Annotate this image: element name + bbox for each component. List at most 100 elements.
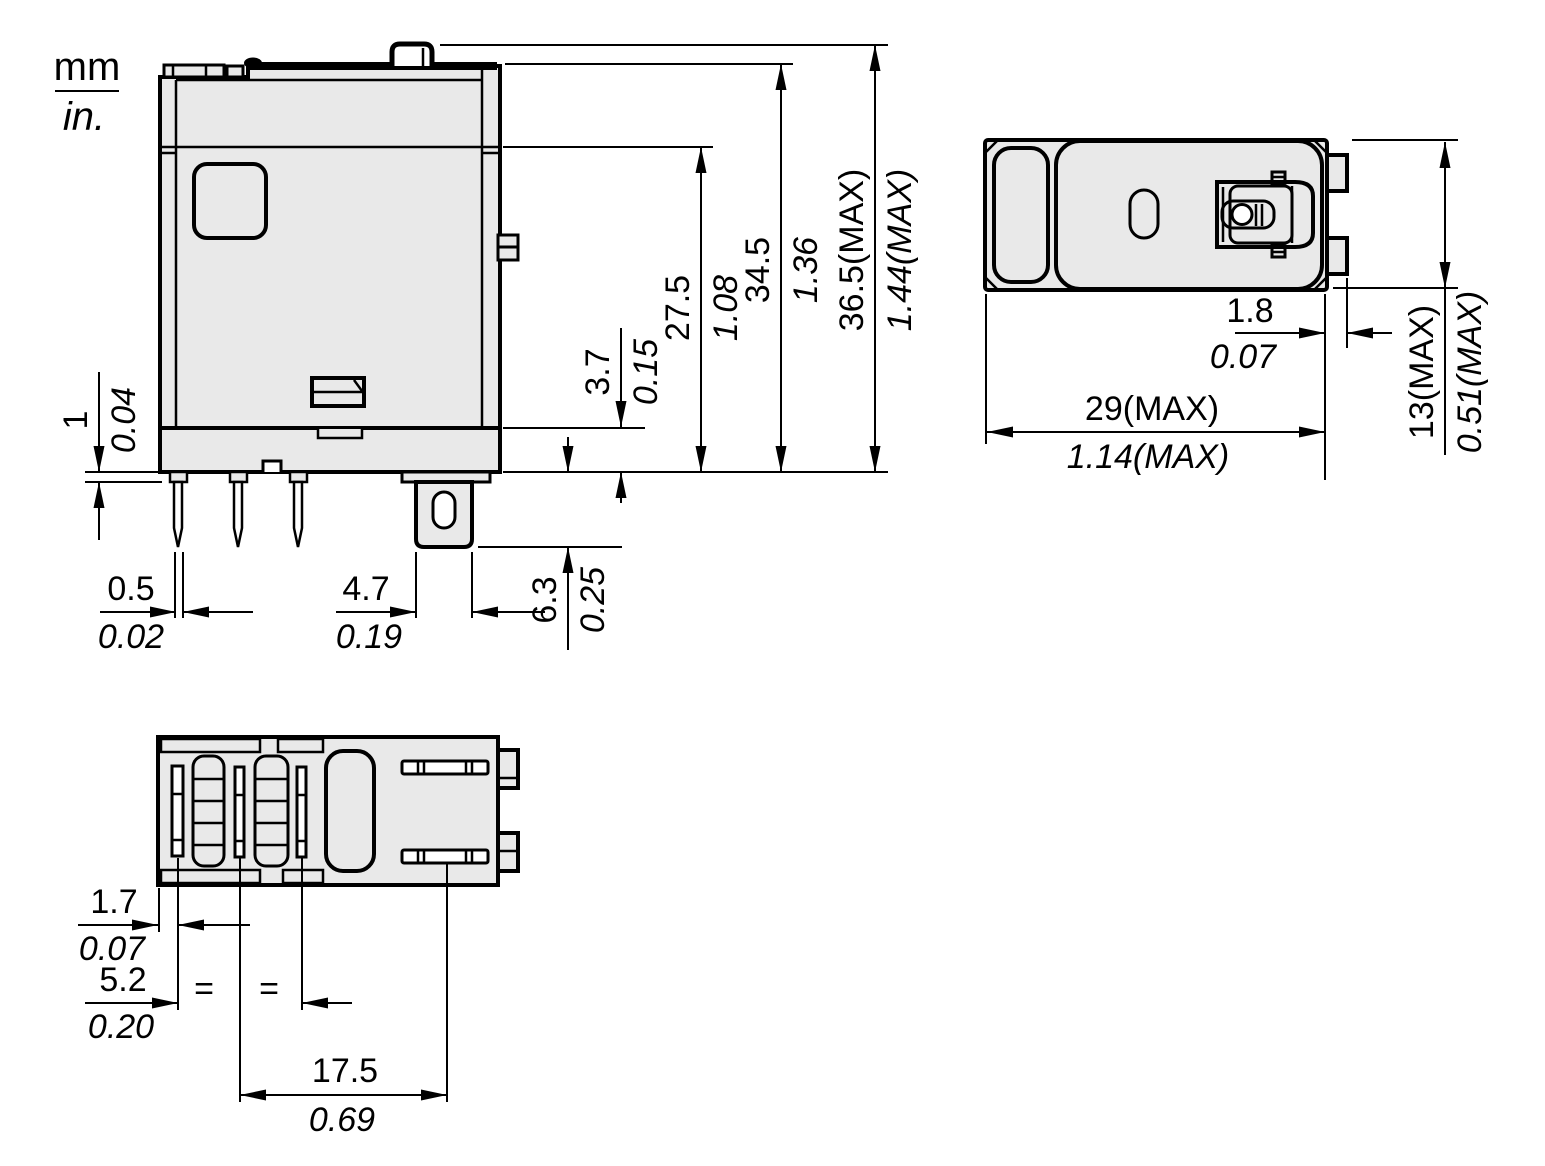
top-view-left-section: [992, 146, 1050, 284]
top-terminal-block: [162, 63, 226, 79]
relief-ladder-2-rungs: [255, 777, 288, 847]
arrowhead: [1439, 142, 1451, 168]
flange-divider: [160, 145, 500, 155]
arrowhead: [869, 446, 881, 472]
dim-top-depth-mm: 13(MAX): [1403, 305, 1441, 439]
case-inner-walls: [174, 68, 484, 426]
dim-standoff: 1 0.04: [57, 372, 143, 540]
base-notch-under-slot: [316, 429, 364, 440]
dim-pin-edge-offset-mm: 1.7: [90, 883, 137, 921]
dim-blade-span-mm: 17.5: [312, 1052, 378, 1090]
arrowhead: [1299, 327, 1325, 339]
arrowhead: [472, 606, 498, 618]
latch-capsule: [1220, 199, 1276, 230]
pin-slot-2: [233, 765, 246, 859]
pin-slot-1-ticks: [172, 792, 183, 842]
side-view: 1 0.04 0.5 0.02 4.7 0.19: [57, 41, 919, 656]
dim-pin-width: 0.5 0.02: [98, 570, 253, 656]
dim-top-width-mm: 29(MAX): [1085, 390, 1219, 428]
dim-tab-offset: 1.8 0.07: [1210, 292, 1392, 376]
label-slot-detail: [312, 379, 364, 394]
dim-blade-width: 4.7 0.19: [336, 570, 545, 656]
dim-top-depth: 13(MAX) 0.51(MAX): [1403, 142, 1489, 455]
marking-window: [192, 162, 268, 240]
arrowhead: [695, 147, 707, 173]
blade-slot-upper-ticks: [416, 761, 474, 774]
dim-total-height-mm: 36.5(MAX): [833, 169, 871, 332]
dim-tab-offset-mm: 1.8: [1226, 292, 1273, 330]
arrowhead: [152, 997, 178, 1009]
bottom-dimensions: 1.7 0.07 5.2 0.20 = = 17.5 0.69: [78, 858, 448, 1139]
pin-1: [172, 480, 184, 548]
top-view-right-tab-upper: [1325, 153, 1349, 193]
latch-pivot-circle: [1230, 203, 1254, 226]
arrowhead: [1439, 262, 1451, 288]
latch-handle: [389, 41, 435, 66]
arrowhead: [562, 547, 574, 573]
dim-pin-pitch: 5.2 0.20 = =: [85, 961, 352, 1046]
base-bottom-notch: [261, 459, 283, 472]
dim-blade-length: 6.3 0.25: [526, 437, 612, 650]
relief-ladder-1: [191, 754, 226, 868]
arrowhead: [390, 606, 416, 618]
arrowhead: [775, 446, 787, 472]
dim-blade-length-mm: 6.3: [526, 576, 564, 623]
relay-base: [158, 426, 502, 474]
dim-base-height: 3.7 0.15: [579, 328, 665, 503]
dim-blade-length-in: 0.25: [574, 567, 612, 633]
blade-slot-lower: [400, 848, 490, 865]
pin-slot-3: [295, 765, 308, 859]
units-legend: mm in.: [54, 45, 121, 139]
relief-large: [324, 749, 376, 873]
equal-spacing-mark-2: =: [259, 970, 279, 1008]
top-view-right-tab-lower: [1325, 236, 1349, 276]
arrowhead: [695, 446, 707, 472]
arrowhead: [562, 446, 574, 472]
dim-blade-width-mm: 4.7: [342, 570, 389, 608]
pin-pad-1: [168, 470, 189, 484]
relay-case: [158, 64, 502, 430]
units-in-label: in.: [63, 95, 105, 139]
relief-ladder-1-rungs: [193, 777, 224, 847]
top-terminal-step: [225, 64, 245, 79]
ext-blade-sides: [415, 552, 473, 618]
dim-blade-width-in: 0.19: [336, 618, 402, 656]
blade-slot-lower-ticks: [416, 850, 474, 863]
dim-standoff-in: 0.04: [105, 387, 143, 453]
dim-pin-pitch-in: 0.20: [88, 1008, 154, 1046]
latch-capsule-ticks: [1254, 204, 1264, 226]
dim-pin-width-in: 0.02: [98, 618, 164, 656]
dim-base-height-in: 0.15: [627, 339, 665, 405]
arrowhead: [150, 606, 176, 618]
dim-total-height: 36.5(MAX) 1.44(MAX): [833, 45, 919, 472]
arrowhead: [869, 45, 881, 71]
side-protrusion-upper: [496, 233, 520, 249]
pin-pad-2: [228, 470, 249, 484]
dim-total-height-in: 1.44(MAX): [881, 169, 919, 332]
pin-pad-3: [288, 470, 309, 484]
ext-pin1-sides: [174, 552, 184, 618]
bottom-recess-top-mid: [276, 737, 325, 754]
dim-pin-width-mm: 0.5: [107, 570, 154, 608]
bottom-right-tab-upper: [496, 748, 520, 790]
top-view: 1.8 0.07 29(MAX) 1.14(MAX) 13(MAX) 0.51(…: [983, 138, 1489, 480]
arrowhead: [615, 401, 627, 427]
dim-body-height-mm: 27.5: [659, 275, 697, 341]
dim-body-height-in: 1.08: [707, 275, 745, 341]
dim-pin-pitch-mm: 5.2: [99, 961, 146, 999]
arrowhead: [421, 1089, 447, 1101]
dim-top-width-in: 1.14(MAX): [1067, 438, 1230, 476]
pin-slot-3-ticks: [297, 793, 306, 843]
top-view-slot: [1128, 188, 1160, 240]
units-mm-label: mm: [54, 45, 121, 89]
ext-standoff-left: [85, 471, 162, 483]
arrowhead: [775, 64, 787, 90]
bottom-view: 1.7 0.07 5.2 0.20 = = 17.5 0.69: [78, 735, 520, 1139]
pin-slot-1: [170, 764, 185, 858]
dim-case-height-in: 1.36: [787, 237, 825, 303]
dim-case-height: 34.5 1.36: [739, 64, 825, 472]
side-dimensions: 1 0.04 0.5 0.02 4.7 0.19: [57, 44, 919, 656]
pin-slot-2-ticks: [235, 793, 244, 843]
dim-blade-span: 17.5 0.69: [240, 1052, 447, 1139]
dim-pin-edge-offset: 1.7 0.07: [78, 883, 250, 968]
